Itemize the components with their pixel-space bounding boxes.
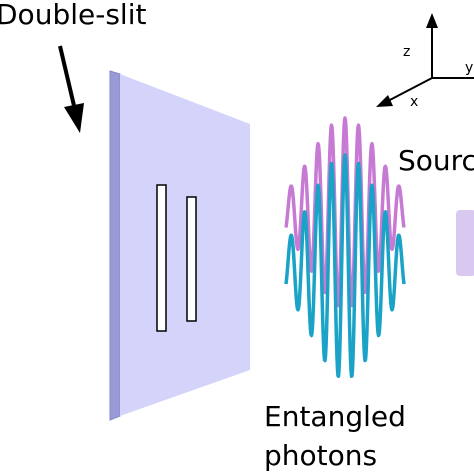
- pointer-arrow-shaft: [58, 45, 77, 111]
- source-label: Source: [398, 144, 474, 177]
- y-axis-label: y: [465, 60, 473, 76]
- photon-wave-lower: [284, 153, 406, 378]
- photon-wave-upper: [284, 116, 406, 308]
- entangled-photons: [284, 116, 406, 378]
- entangled-photons-label-line1: Entangled: [264, 400, 406, 433]
- slit-screen: [109, 70, 250, 421]
- pointer-arrow-head: [64, 103, 84, 133]
- screen-front-face: [120, 74, 250, 416]
- pointer-arrow: [58, 45, 84, 133]
- double-slit-label: Double-slit: [0, 0, 146, 31]
- source-block: [456, 210, 474, 276]
- z-axis-arrowhead: [426, 13, 438, 28]
- slit-right: [186, 196, 197, 322]
- x-axis-arrowhead: [376, 95, 393, 107]
- z-axis-label: z: [403, 44, 410, 60]
- screen-side-face: [109, 70, 121, 421]
- axis-arrows: z x y: [376, 13, 474, 110]
- x-axis-line: [385, 77, 433, 103]
- slit-left: [156, 184, 167, 332]
- entangled-photons-label-line2: photons: [264, 439, 377, 472]
- x-axis-label: x: [410, 94, 418, 110]
